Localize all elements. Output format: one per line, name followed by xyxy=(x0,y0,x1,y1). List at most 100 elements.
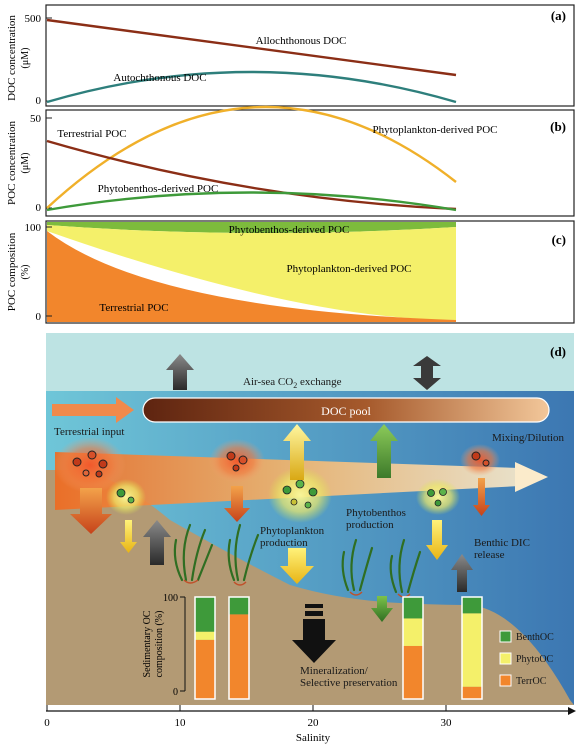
phyto-particle xyxy=(116,488,126,498)
phytobenthos-poc-curve xyxy=(46,191,457,212)
phyto-particle xyxy=(434,499,442,507)
panel-a-ylabel: DOC concentration xyxy=(6,15,18,101)
root xyxy=(349,591,363,596)
sediment-bar-4-benth-segment xyxy=(462,597,482,614)
seagrass-blade xyxy=(190,528,207,582)
sediment-bar-4-phyto-segment xyxy=(462,613,482,687)
sediment-bar-2-terr-segment xyxy=(229,614,249,699)
root xyxy=(183,579,199,584)
legend-label-phytooc: PhytoOC xyxy=(516,654,554,665)
panel-a-tick-500: 500 xyxy=(25,13,42,25)
terrestrial-particles-3 xyxy=(460,444,500,476)
salinity-axis-arrowhead xyxy=(568,707,576,715)
sediment-bar-1-phyto-segment xyxy=(195,631,215,640)
air-sea-label: Air-sea CO2 exchange xyxy=(243,376,342,390)
mixing-label: Mixing/Dilution xyxy=(492,432,565,444)
mineralization-label-2: Selective preservation xyxy=(300,677,398,689)
phyto-glow-3 xyxy=(416,479,460,515)
terrestrial-glow-3 xyxy=(460,444,500,476)
sediment-bar-2-benth-segment xyxy=(229,597,249,615)
legend-label-terroc: TerrOC xyxy=(516,676,547,687)
sediment-bar-4-frame xyxy=(461,596,483,700)
autochthonous-doc-label: Autochthonous DOC xyxy=(113,72,206,84)
sediment-legend: BenthOC PhytoOC TerrOC xyxy=(499,630,554,687)
phytobenthos-poc-area-label: Phytobenthos-derived POC xyxy=(229,224,350,236)
phytobenthos-poc-area xyxy=(47,222,456,234)
seagrass-blade xyxy=(227,538,236,582)
panel-a-tick-0: 0 xyxy=(36,95,42,107)
panel-c-tag: (c) xyxy=(552,232,566,247)
root xyxy=(233,581,247,586)
terrestrial-deposition-arrow-2 xyxy=(224,486,250,522)
panel-c-tick-0: 0 xyxy=(36,311,42,323)
sediment-bar-1-terr-segment xyxy=(195,639,215,699)
seagrass-clump-1 xyxy=(173,523,260,582)
phyto-particle xyxy=(427,489,435,497)
sed-tick-100: 100 xyxy=(163,593,178,604)
seagrass-roots-1 xyxy=(183,579,247,586)
x-tick-label-30: 30 xyxy=(441,717,453,729)
phyto-particle xyxy=(295,479,305,489)
phyto-doc-release-arrow xyxy=(283,424,311,480)
sed-tick-0: 0 xyxy=(173,687,178,698)
legend-swatch-terroc xyxy=(499,674,512,687)
sed-axis-label-2: composition (%) xyxy=(154,611,165,678)
panel-a: 500 0 DOC concentration (μM) Allochthono… xyxy=(6,4,575,107)
sediment-bar-1-benth-segment xyxy=(195,597,215,632)
seagrass-blade xyxy=(398,538,406,594)
terrestrial-particles-2 xyxy=(209,439,265,483)
sediment-bar-2-frame xyxy=(228,596,250,700)
phyto-particle xyxy=(290,498,298,506)
terrestrial-particle xyxy=(87,450,97,460)
benthos-production-label-2: production xyxy=(346,519,394,531)
terrestrial-particle xyxy=(82,469,90,477)
phytoplankton-poc-area xyxy=(47,225,456,320)
seagrass-blade xyxy=(358,546,374,592)
phyto-particle xyxy=(127,496,135,504)
sediment-region xyxy=(46,470,574,705)
panel-b-ylabel: POC concentration xyxy=(6,120,18,205)
seagrass-clump-2 xyxy=(341,538,422,594)
phytoplankton-particles-2 xyxy=(268,467,332,523)
phyto-glow-1 xyxy=(106,479,146,515)
legend-swatch-benthoc xyxy=(499,630,512,643)
seagrass-blade xyxy=(389,554,398,594)
co2-outgassing-arrow xyxy=(166,354,194,390)
air-sea-label-end: exchange xyxy=(297,376,341,388)
phytoplankton-poc-label: Phytoplankton-derived POC xyxy=(373,124,498,136)
terrestrial-poc-area xyxy=(47,231,456,322)
terrestrial-particles-1 xyxy=(54,437,126,493)
phytobenthos-poc-label: Phytobenthos-derived POC xyxy=(98,183,219,195)
terrestrial-particle xyxy=(471,451,481,461)
phyto-production-label-1: Phytoplankton xyxy=(260,525,325,537)
panel-b-tick-0: 0 xyxy=(36,202,42,214)
allochthonous-doc-label: Allochthonous DOC xyxy=(256,35,347,47)
benthos-deposition-arrow xyxy=(371,596,393,622)
phyto-sinking-arrow xyxy=(280,548,314,584)
dic-release-arrow-2 xyxy=(451,554,473,592)
panel-b-yunit: (μM) xyxy=(20,153,31,174)
sediment-bar-3-frame xyxy=(402,596,424,700)
seagrass-blade xyxy=(234,523,242,582)
terrestrial-poc-label: Terrestrial POC xyxy=(57,128,126,140)
sediment-bars xyxy=(194,596,483,700)
panel-b: 50 0 POC concentration (μM) Terrestrial … xyxy=(6,105,575,217)
sediment-bar-3-benth-segment xyxy=(403,597,423,619)
phyto-production-label-2: production xyxy=(260,537,308,549)
x-tick-label-0: 0 xyxy=(44,717,50,729)
phyto-deposition-arrow-1 xyxy=(120,520,137,553)
dic-release-arrow-1 xyxy=(143,520,171,565)
autochthonous-doc-curve xyxy=(46,70,457,104)
benthos-production-label-1: Phytobenthos xyxy=(346,507,406,519)
x-axis-title: Salinity xyxy=(296,732,331,744)
sky-region xyxy=(46,333,574,391)
terrestrial-deposition-arrow-3 xyxy=(473,478,490,516)
phyto-deposition-arrow-3 xyxy=(426,520,448,560)
terrestrial-particle xyxy=(482,459,490,467)
panel-b-tag: (b) xyxy=(550,119,566,134)
terrestrial-glow-2 xyxy=(209,439,265,483)
seagrass-blade xyxy=(182,523,192,582)
seagrass-blade xyxy=(406,550,422,594)
terrestrial-glow-1 xyxy=(54,437,126,493)
